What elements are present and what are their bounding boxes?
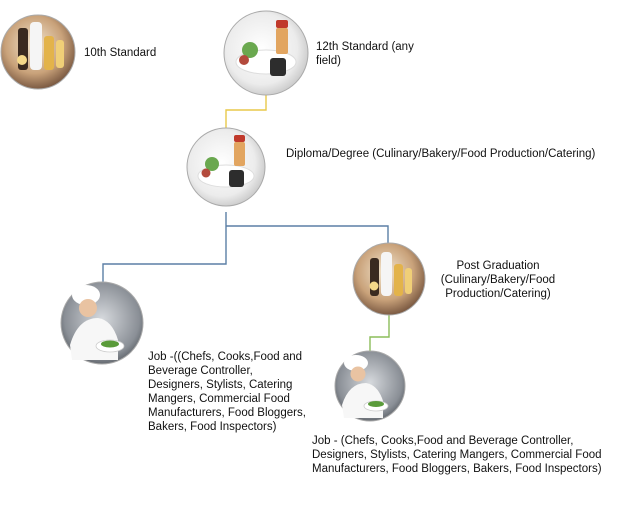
node-label-post-graduation: Post Graduation (Culinary/Bakery/Food Pr… xyxy=(440,260,556,300)
chef-photo-icon xyxy=(334,350,406,422)
connector-diploma-to-job-left xyxy=(102,212,227,283)
connector-diploma-to-postgrad xyxy=(226,225,389,243)
food-photo-icon xyxy=(0,14,76,90)
connector-postgrad-to-job-right xyxy=(369,314,390,352)
node-label-diploma-degree: Diploma/Degree (Culinary/Bakery/Food Pro… xyxy=(286,148,596,160)
plated-dish-photo-icon xyxy=(186,127,266,207)
node-label-job-left: Job -((Chefs, Cooks,Food and Beverage Co… xyxy=(148,351,306,433)
connector-twelfth-to-diploma xyxy=(225,95,267,128)
food-photo-icon xyxy=(352,242,426,316)
chef-photo-icon xyxy=(60,281,144,365)
plated-dish-photo-icon xyxy=(223,10,309,96)
node-label-job-right: Job - (Chefs, Cooks,Food and Beverage Co… xyxy=(312,435,602,475)
node-label-12th-standard: 12th Standard (any field) xyxy=(316,41,414,67)
connectors xyxy=(102,95,390,352)
node-label-10th-standard: 10th Standard xyxy=(84,47,157,59)
